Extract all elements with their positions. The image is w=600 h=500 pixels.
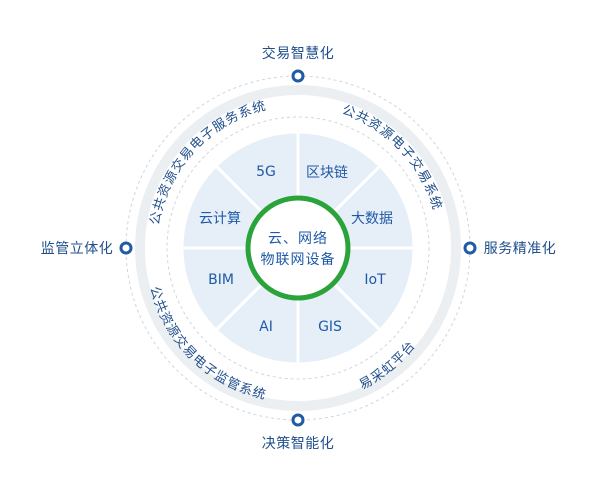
segment-label-gis: GIS xyxy=(318,319,342,335)
segment-label-bim: BIM xyxy=(208,272,234,288)
segment-label-big-data: 大数据 xyxy=(351,211,393,227)
node-label-top: 交易智慧化 xyxy=(261,46,335,62)
middle-ring xyxy=(135,85,461,411)
inner-dashed-ring xyxy=(166,116,430,380)
center-label-line2: 物联网设备 xyxy=(260,252,336,268)
node-label-right: 服务精准化 xyxy=(483,241,557,257)
center-label-line1: 云、网络 xyxy=(268,231,328,247)
segment-label-iot: IoT xyxy=(364,272,386,288)
segment-label-cloud-computing: 云计算 xyxy=(199,211,241,227)
node-label-bottom: 决策智能化 xyxy=(261,436,335,452)
segment-label-ai: AI xyxy=(259,319,273,335)
node-dot-top xyxy=(291,69,305,83)
node-label-left: 监管立体化 xyxy=(40,241,114,257)
center-circle xyxy=(245,195,351,301)
node-dot-left xyxy=(119,241,133,255)
segment-label-5g: 5G xyxy=(256,164,276,180)
node-dot-bottom xyxy=(291,413,305,427)
segment-label-blockchain: 区块链 xyxy=(306,165,348,181)
node-dot-right xyxy=(463,241,477,255)
